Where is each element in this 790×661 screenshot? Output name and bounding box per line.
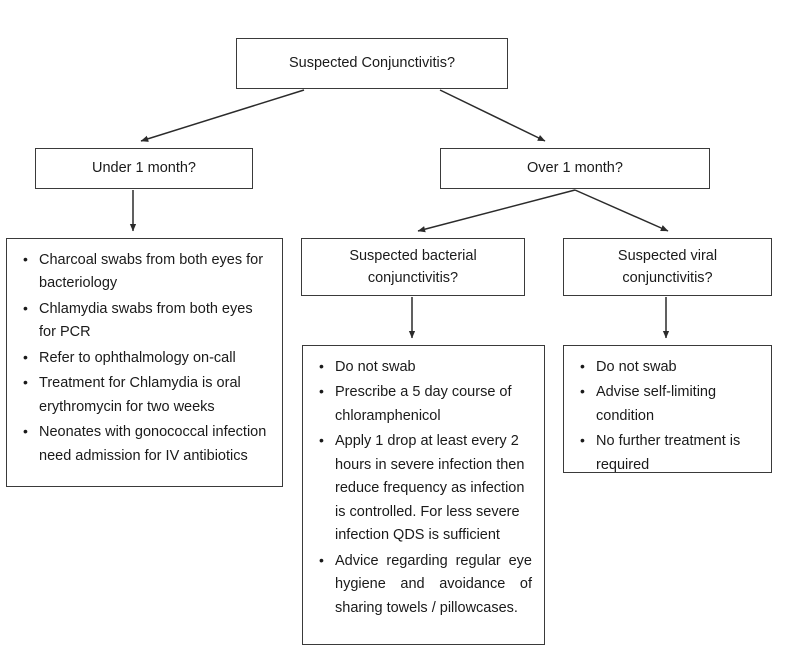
node-suspected-viral-conjunctivitis-label: Suspected viral conjunctivitis? <box>612 245 723 290</box>
node-suspected-conjunctivitis-label: Suspected Conjunctivitis? <box>288 55 456 72</box>
list-item: Do not swab <box>307 355 532 379</box>
node-neonatal-management: Charcoal swabs from both eyes for bacter… <box>6 238 283 487</box>
node-suspected-bacterial-conjunctivitis: Suspected bacterial conjunctivitis? <box>301 238 525 296</box>
list-item: Prescribe a 5 day course of chlorampheni… <box>307 380 532 428</box>
list-item: Advise self-limiting condition <box>568 380 759 428</box>
edge-root-to-over1 <box>439 89 546 142</box>
node-over-1-month: Over 1 month? <box>440 148 710 189</box>
node-bacterial-line-1: Suspected bacterial <box>349 247 477 264</box>
node-under-1-month: Under 1 month? <box>35 148 253 189</box>
list-item: Advice regarding regular eye hygiene and… <box>307 549 532 620</box>
node-suspected-viral-conjunctivitis: Suspected viral conjunctivitis? <box>563 238 772 296</box>
node-under-1-month-label: Under 1 month? <box>92 160 196 177</box>
node-viral-management: Do not swab Advise self-limiting conditi… <box>563 345 772 473</box>
node-suspected-bacterial-conjunctivitis-label: Suspected bacterial conjunctivitis? <box>343 245 482 290</box>
edge-over1-to-viral <box>574 189 669 232</box>
list-item: Treatment for Chlamydia is oral erythrom… <box>11 371 270 419</box>
node-bacterial-management: Do not swab Prescribe a 5 day course of … <box>302 345 545 645</box>
node-over-1-month-label: Over 1 month? <box>527 160 623 177</box>
node-bacterial-line-2: conjunctivitis? <box>367 270 459 286</box>
list-item: Refer to ophthalmology on-call <box>11 346 270 370</box>
node-viral-line-2: conjunctivitis? <box>622 270 713 286</box>
list-item: Apply 1 drop at least every 2 hours in s… <box>307 429 532 547</box>
node-viral-line-1: Suspected viral <box>617 247 718 264</box>
list-item: Neonates with gonococcal infection need … <box>11 420 270 468</box>
list-item: Charcoal swabs from both eyes for bacter… <box>11 248 270 296</box>
edge-over1-to-bacterial <box>417 189 576 233</box>
list-item: No further treatment is required <box>568 429 759 477</box>
node-suspected-conjunctivitis: Suspected Conjunctivitis? <box>236 38 508 89</box>
list-item: Chlamydia swabs from both eyes for PCR <box>11 297 270 345</box>
bacterial-management-list: Do not swab Prescribe a 5 day course of … <box>307 355 532 620</box>
edge-root-to-under1 <box>140 89 305 142</box>
viral-management-list: Do not swab Advise self-limiting conditi… <box>568 355 759 477</box>
neonatal-management-list: Charcoal swabs from both eyes for bacter… <box>11 248 270 468</box>
list-item: Do not swab <box>568 355 759 379</box>
